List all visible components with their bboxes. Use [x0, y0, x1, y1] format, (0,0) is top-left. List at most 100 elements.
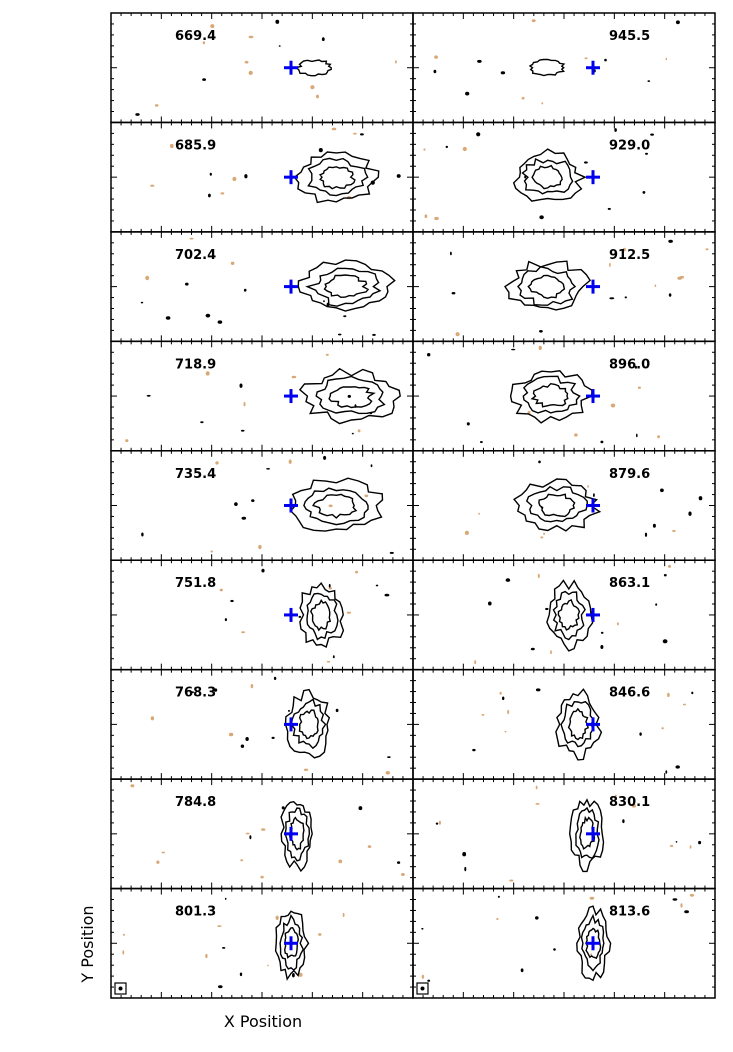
negative-contour [240, 859, 244, 862]
beam-dot [420, 986, 425, 991]
negative-contour [326, 660, 331, 663]
noise-contour [209, 172, 212, 176]
channel-velocity-label: 863.1 [609, 576, 650, 591]
noise-contour [600, 440, 604, 444]
channel-velocity-label: 830.1 [609, 795, 650, 810]
channel-panel: 945.5 [412, 12, 716, 124]
noise-contour [451, 292, 456, 295]
emission-contour [307, 157, 369, 197]
negative-contour [423, 148, 426, 151]
channel-panel: 735.4 [110, 450, 414, 561]
noise-contour [332, 655, 335, 659]
noise-contour [655, 603, 658, 606]
noise-contour [185, 282, 189, 286]
negative-contour [170, 143, 174, 149]
negative-contour [587, 485, 589, 488]
noise-contour [218, 985, 223, 989]
panel-frame [110, 668, 414, 780]
channel-velocity-label: 718.9 [175, 357, 216, 372]
emission-contour [560, 700, 595, 748]
negative-contour [478, 512, 480, 515]
negative-contour [677, 276, 683, 280]
noise-contour [672, 898, 678, 901]
noise-contour [240, 429, 245, 432]
negative-contour [248, 35, 254, 39]
noise-contour [427, 979, 431, 982]
emission-contour [312, 493, 358, 519]
negative-contour [355, 570, 359, 574]
noise-contour [146, 394, 151, 397]
noise-contour [500, 71, 506, 75]
negative-contour [202, 41, 206, 45]
negative-contour [496, 917, 499, 921]
noise-contour [321, 37, 325, 42]
beam-dot [118, 986, 123, 991]
noise-contour [375, 584, 379, 587]
emission-contour [305, 267, 382, 307]
noise-contour [370, 464, 373, 468]
negative-contour [357, 429, 361, 433]
noise-contour [520, 968, 524, 973]
channel-panel: 896.0 [412, 340, 716, 452]
noise-contour [466, 422, 470, 426]
negative-contour [303, 768, 309, 771]
panel-frame [412, 778, 716, 890]
negative-contour [455, 332, 460, 337]
emission-contour [299, 581, 345, 649]
noise-contour [343, 315, 347, 318]
noise-contour [614, 128, 617, 132]
y-axis-label: Y Position [78, 905, 97, 983]
channel-velocity-label: 735.4 [175, 467, 216, 482]
noise-contour [335, 708, 339, 713]
channel-panel: 669.4 [110, 12, 414, 124]
noise-contour [271, 736, 275, 740]
negative-contour [325, 353, 329, 356]
emission-contour [303, 487, 369, 526]
noise-contour [584, 161, 588, 164]
negative-contour [424, 214, 428, 218]
negative-contour [217, 925, 222, 927]
noise-contour [292, 973, 295, 978]
negative-contour [474, 660, 477, 665]
channel-velocity-label: 896.0 [609, 357, 650, 372]
negative-contour [205, 953, 208, 959]
emission-contour [310, 599, 332, 632]
noise-contour [230, 599, 234, 603]
noise-contour [624, 296, 627, 299]
negative-contour [150, 184, 155, 187]
panel-frame [412, 121, 716, 233]
negative-contour [535, 785, 538, 790]
noise-contour [488, 601, 492, 606]
noise-contour [465, 91, 470, 96]
noise-contour [435, 822, 439, 825]
noise-contour [323, 300, 325, 303]
channel-velocity-label: 751.8 [175, 576, 216, 591]
negative-contour [507, 709, 510, 715]
channel-velocity-label: 945.5 [609, 29, 650, 44]
noise-contour [445, 145, 448, 149]
panel-grid: 669.4685.9702.4718.9735.4751.8768.3784.8… [110, 12, 716, 999]
noise-contour [639, 732, 642, 736]
emission-contour [512, 148, 587, 202]
noise-contour [278, 45, 281, 47]
noise-contour [421, 927, 424, 930]
negative-contour [130, 784, 135, 788]
negative-contour [434, 55, 438, 59]
noise-contour [189, 691, 194, 694]
noise-contour [538, 460, 541, 464]
negative-contour [367, 845, 372, 848]
noise-contour [140, 301, 144, 304]
noise-contour [245, 737, 249, 741]
negative-contour [637, 386, 641, 389]
emission-contour [280, 800, 313, 873]
emission-contour [552, 590, 586, 641]
noise-contour [535, 688, 541, 692]
noise-contour [427, 353, 431, 357]
channel-velocity-label: 768.3 [175, 686, 216, 701]
negative-contour [504, 730, 507, 733]
emission-contour [530, 382, 569, 408]
negative-contour [310, 85, 315, 90]
negative-contour [232, 176, 237, 182]
channel-panel: 813.6 [412, 887, 716, 999]
noise-contour [213, 688, 218, 692]
